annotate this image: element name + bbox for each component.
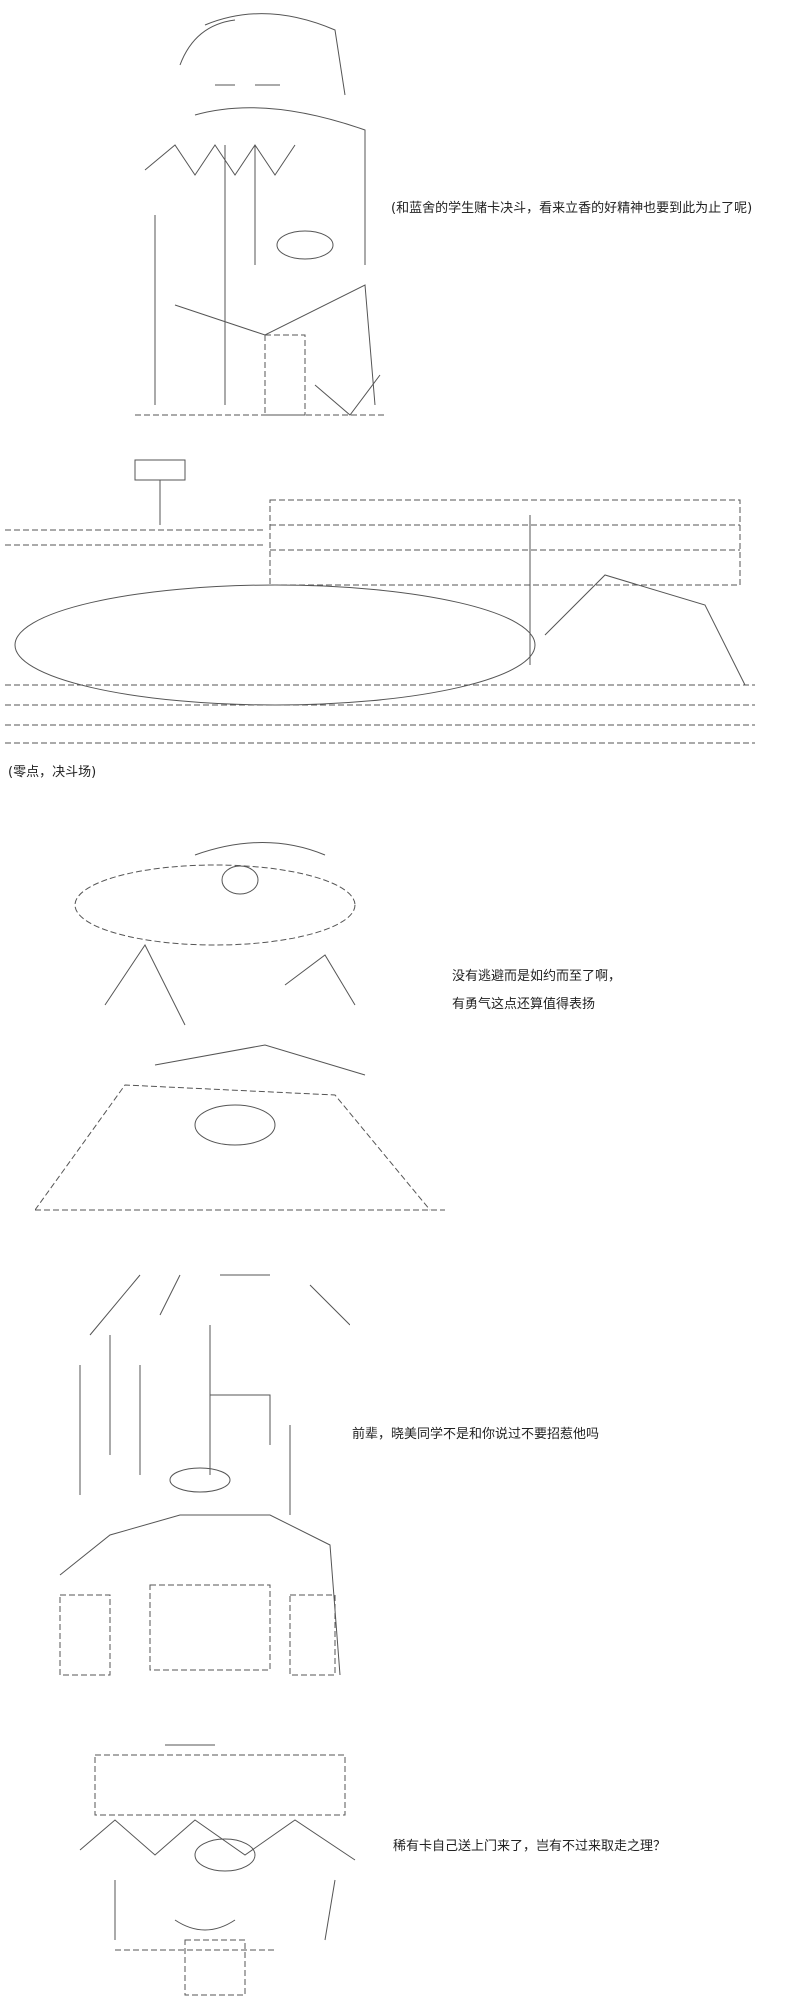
scene-caption: (零点，决斗场) [8, 765, 97, 780]
ascii-art-character-3 [50, 1255, 350, 1695]
dialogue-caption: 前辈，晓美同学不是和你说过不要招惹他吗 [352, 1427, 600, 1442]
ascii-art-character-2 [35, 825, 455, 1215]
ascii-art-character-1 [135, 5, 395, 425]
dialogue-line-1: 没有逃避而是如约而至了啊， [452, 969, 622, 984]
narration-caption: (和蓝舍的学生赌卡决斗，看来立香的好精神也要到此为止了呢) [391, 201, 753, 216]
ascii-art-arena [5, 455, 755, 755]
dialogue-caption: 稀有卡自己送上门来了，岂有不过来取走之理？ [393, 1839, 667, 1854]
dialogue-line-2: 有勇气这点还算值得表扬 [452, 997, 596, 1012]
ascii-art-character-4 [75, 1740, 365, 2000]
